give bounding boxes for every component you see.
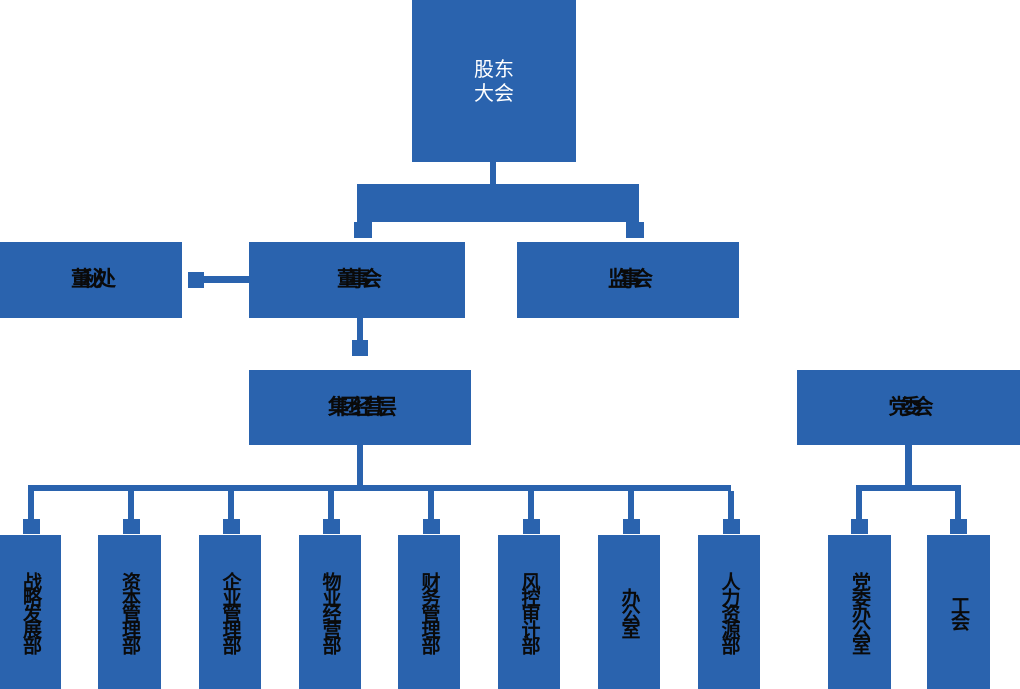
connector-drop-dept-5	[428, 491, 434, 521]
node-party-unit-2[interactable]: 工会	[927, 535, 990, 689]
connector-shareholders-stem	[490, 162, 496, 184]
connector-nub-dept-1	[23, 519, 40, 534]
node-department-6[interactable]: 风控审计部	[498, 535, 560, 689]
node-department-4-label: 物业经营部	[319, 572, 342, 652]
node-board-of-supervisors[interactable]: 监事会	[517, 242, 739, 318]
node-party-committee[interactable]: 党委会	[797, 370, 1020, 445]
connector-nub-party-1	[851, 519, 868, 534]
connector-board-secretary-link	[204, 276, 249, 283]
connector-nub-board-of-supervisors	[626, 222, 644, 238]
node-department-2[interactable]: 资本管理部	[98, 535, 161, 689]
connector-drop-party-2	[955, 491, 961, 521]
connector-drop-dept-4	[328, 491, 334, 521]
node-shareholders-meeting-label: 股东 大会	[474, 56, 514, 105]
node-party-unit-1-label: 党委办公室	[849, 572, 871, 652]
node-department-3[interactable]: 企业管理部	[199, 535, 261, 689]
node-department-4[interactable]: 物业经营部	[299, 535, 361, 689]
connector-drop-dept-7	[628, 491, 634, 521]
connector-nub-dept-8	[723, 519, 740, 534]
node-department-1-label: 战略发展部	[20, 572, 42, 652]
connector-directors-to-management	[357, 318, 363, 340]
node-department-5-label: 财务管理部	[418, 572, 441, 652]
connector-drop-dept-3	[228, 491, 234, 521]
node-group-management[interactable]: 集团经营层	[249, 370, 471, 445]
connector-nub-dept-7	[623, 519, 640, 534]
connector-management-stem	[357, 445, 363, 485]
connector-nub-party-2	[950, 519, 967, 534]
node-shareholders-meeting[interactable]: 股东 大会	[412, 0, 576, 162]
connector-row2-bus	[357, 184, 639, 222]
node-board-secretary-office[interactable]: 董秘处	[0, 242, 182, 318]
connector-party-stem	[905, 445, 912, 485]
node-party-unit-1[interactable]: 党委办公室	[828, 535, 891, 689]
connector-nub-board-of-directors	[354, 222, 372, 238]
node-department-5[interactable]: 财务管理部	[398, 535, 460, 689]
connector-drop-dept-8	[728, 491, 734, 521]
node-department-1[interactable]: 战略发展部	[0, 535, 61, 689]
node-department-8-label: 人力资源部	[718, 572, 741, 652]
node-board-of-supervisors-label: 监事会	[608, 267, 653, 292]
connector-party-bus	[856, 485, 961, 491]
node-group-management-label: 集团经营层	[328, 394, 397, 419]
connector-drop-dept-2	[128, 491, 134, 521]
node-board-of-directors[interactable]: 董事会	[249, 242, 465, 318]
connector-nub-board-secretary	[188, 272, 204, 288]
connector-nub-group-management	[352, 340, 368, 356]
connector-departments-bus	[28, 485, 731, 491]
node-department-6-label: 风控审计部	[518, 572, 541, 652]
connector-nub-dept-6	[523, 519, 540, 534]
connector-nub-dept-5	[423, 519, 440, 534]
node-party-committee-label: 党委会	[888, 394, 934, 419]
node-department-3-label: 企业管理部	[219, 572, 242, 652]
node-department-2-label: 资本管理部	[119, 572, 141, 652]
node-department-7-label: 办公室	[618, 588, 641, 636]
node-board-secretary-office-label: 董秘处	[71, 267, 116, 292]
connector-drop-dept-6	[528, 491, 534, 521]
connector-drop-party-1	[856, 491, 862, 521]
connector-nub-dept-2	[123, 519, 140, 534]
node-department-8[interactable]: 人力资源部	[698, 535, 760, 689]
connector-nub-dept-4	[323, 519, 340, 534]
connector-nub-dept-3	[223, 519, 240, 534]
connector-drop-dept-1	[28, 491, 34, 521]
node-department-7[interactable]: 办公室	[598, 535, 660, 689]
node-party-unit-2-label: 工会	[948, 596, 970, 628]
node-board-of-directors-label: 董事会	[337, 267, 382, 292]
